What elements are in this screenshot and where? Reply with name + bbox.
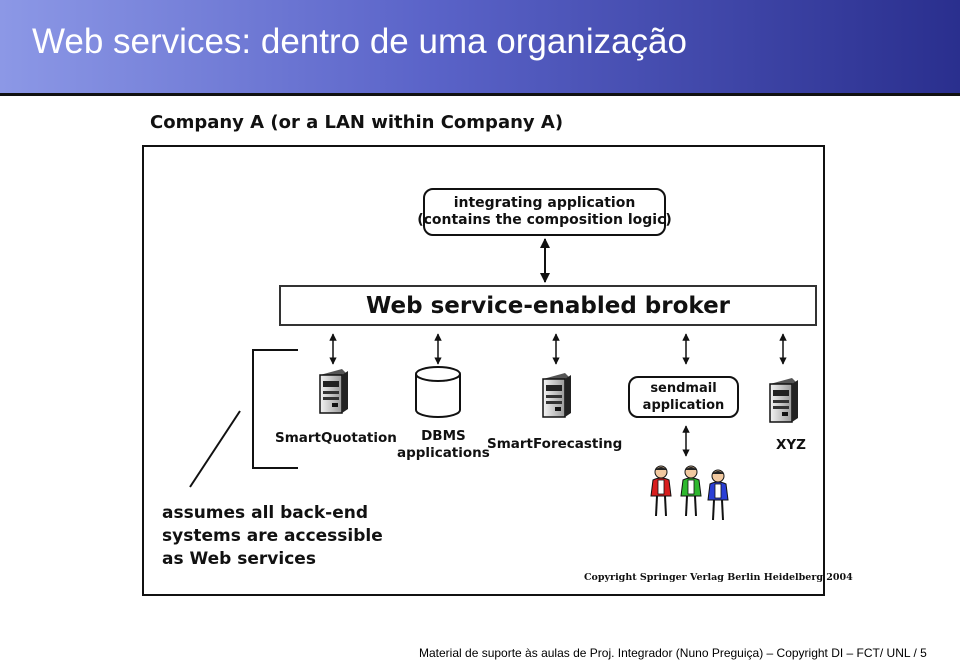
smartforecasting-label: SmartForecasting [487, 436, 623, 452]
diagram-copyright: Copyright Springer Verlag Berlin Heidelb… [584, 572, 853, 583]
slide-footer: Material de suporte às aulas de Proj. In… [419, 646, 927, 660]
broker-label: Web service-enabled broker [365, 292, 731, 319]
integrating-application-box: integrating application (contains the co… [417, 188, 672, 236]
xyz-server-icon [769, 377, 799, 423]
smartforecasting-server-icon [542, 372, 572, 418]
title-divider [0, 93, 960, 96]
integrating-application-label: integrating application [453, 195, 636, 211]
sendmail-label: sendmail [650, 381, 717, 396]
applications-line: applications [397, 445, 490, 461]
smartquotation-label: SmartQuotation [275, 430, 397, 446]
slide-title: Web services: dentro de uma organização [32, 22, 687, 61]
dbms-label: DBMS applications [397, 428, 490, 462]
title-bar: Web services: dentro de uma organização [0, 0, 960, 93]
assumes-pointer [189, 410, 241, 488]
assumes-note: assumes all back-end systems are accessi… [162, 502, 383, 571]
company-label: Company A (or a LAN within Company A) [150, 112, 564, 133]
sendmail-application-label: application [642, 398, 725, 413]
database-icon [415, 366, 461, 418]
assumes-line-1: assumes all back-end [162, 503, 369, 523]
company-frame [142, 145, 825, 596]
composition-logic-label: (contains the composition logic) [417, 212, 672, 228]
users-icon [650, 465, 729, 521]
smartquotation-server-icon [319, 368, 349, 414]
dbms-line: DBMS [421, 428, 466, 444]
systems-bracket [252, 349, 298, 469]
xyz-label: XYZ [776, 437, 806, 453]
assumes-line-3: as Web services [162, 549, 316, 569]
assumes-line-2: systems are accessible [162, 526, 383, 546]
sendmail-application-box: sendmail application [628, 376, 739, 418]
broker-box: Web service-enabled broker [279, 285, 817, 326]
